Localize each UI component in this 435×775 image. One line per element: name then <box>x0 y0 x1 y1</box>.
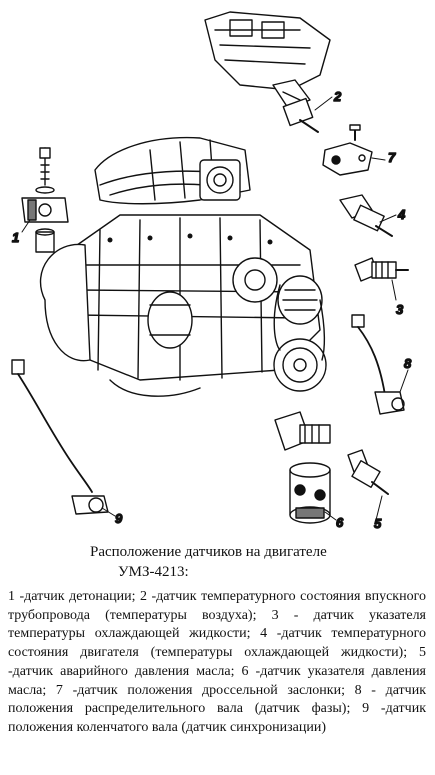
callout-1: 1 <box>12 230 19 245</box>
oil-pressure-gauge-sensor <box>274 411 331 524</box>
caption-engine-model: УМЗ-4213: <box>118 564 189 580</box>
coolant-gauge-sensor <box>354 257 409 282</box>
callout-8: 8 <box>404 356 412 371</box>
intake-temp-sensor <box>272 79 319 133</box>
throttle-position-sensor <box>322 124 373 176</box>
callout-2: 2 <box>333 89 342 104</box>
engine-diagram: 1 2 3 4 5 6 7 8 9 <box>11 11 413 532</box>
callout-4: 4 <box>397 207 406 222</box>
knock-sensor <box>21 147 69 253</box>
crankshaft-sensor <box>11 359 109 515</box>
leader-lines <box>21 96 409 521</box>
callout-6: 6 <box>336 515 344 530</box>
engine-illustration <box>39 11 331 397</box>
callout-5: 5 <box>374 516 382 531</box>
camshaft-sensor <box>351 314 405 415</box>
callout-3: 3 <box>396 302 404 317</box>
emergency-oil-pressure-sensor <box>347 449 389 495</box>
caption-title: Расположение датчиков на двигателе <box>90 544 327 560</box>
coolant-temp-sensor <box>339 194 393 237</box>
sensor-legend: 1 -датчик детонации; 2 -датчик температу… <box>8 589 426 735</box>
callout-9: 9 <box>115 511 123 526</box>
callout-7: 7 <box>388 150 396 165</box>
